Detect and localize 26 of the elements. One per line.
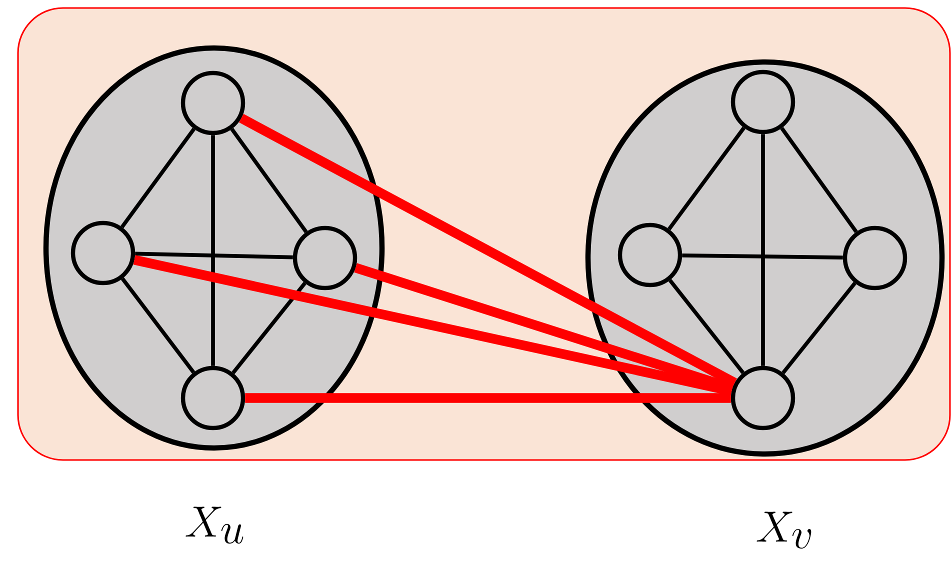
vertex-circle xyxy=(730,366,796,430)
connection-line xyxy=(780,126,858,234)
connection-line xyxy=(682,253,843,260)
connection-line xyxy=(120,128,196,228)
vertex-circle xyxy=(618,222,682,288)
connection-line xyxy=(761,134,765,366)
math-label: $X_{v}$ xyxy=(756,512,812,549)
vertex-circle xyxy=(70,220,136,286)
connection-line xyxy=(782,282,856,374)
connection-line xyxy=(135,252,293,260)
math-label: $X_{u}$ xyxy=(186,506,244,544)
vertex-circle xyxy=(180,70,246,136)
connection-line xyxy=(239,114,737,388)
connection-line xyxy=(245,393,731,403)
connection-line xyxy=(668,278,745,374)
vertex-circle xyxy=(292,226,358,290)
vertex-circle xyxy=(180,366,246,430)
connection-line xyxy=(230,128,308,234)
connection-line xyxy=(232,282,306,374)
vertex-circle xyxy=(842,226,908,290)
connection-line xyxy=(211,135,215,366)
connection-line xyxy=(120,277,196,374)
connection-line xyxy=(668,126,746,230)
connection-line xyxy=(354,263,734,393)
connection-line xyxy=(133,255,733,396)
vertex-circle xyxy=(730,70,796,134)
